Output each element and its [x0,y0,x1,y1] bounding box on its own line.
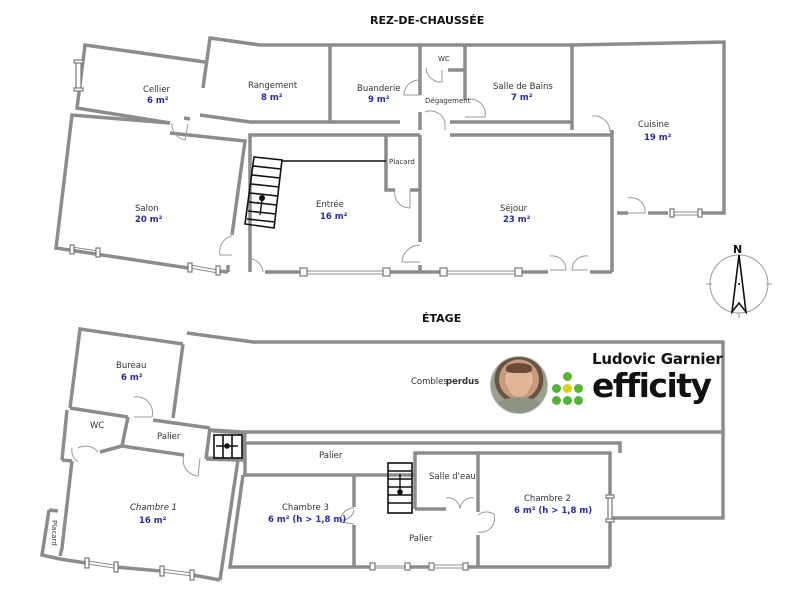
room-label: Cellier [143,85,170,95]
upper-floor-labels: Bureau 6 m² WC Palier Chambre 1 16 m² Pl… [50,361,592,546]
attic-label-bold: perdus [446,377,479,387]
room-label: Dégagement [425,97,471,105]
attic-label: Combles [411,377,448,387]
room-label: Bureau [116,361,146,371]
upper-floor-title: ÉTAGE [422,312,461,325]
room-label: Rangement [248,81,298,91]
brand-name: efficity [592,366,712,405]
room-area: 16 m² [139,516,167,526]
room-area: 16 m² [320,212,348,222]
upper-floor-windows [84,494,615,581]
room-label: Chambre 1 [130,503,177,513]
room-label: Palier [157,432,181,442]
ground-floor-windows [69,59,703,277]
room-area: 23 m² [503,215,531,225]
ground-floor-title: REZ-DE-CHAUSSÉE [370,14,484,27]
ground-floor-walls [54,36,726,274]
room-area: 8 m² [261,93,283,103]
room-area: 9 m² [368,95,390,105]
efficity-logo-icon [550,372,586,408]
room-label: Salon [135,204,159,214]
room-label: Buanderie [357,84,401,94]
room-area: 6 m² (h > 1,8 m) [268,515,346,525]
room-label: Palier [409,534,433,544]
ground-floor-labels: Cellier 6 m² Rangement 8 m² Buanderie 9 … [135,55,672,225]
agent-name: Ludovic Garnier [592,350,723,368]
room-label: Placard [50,520,58,546]
room-area: 20 m² [135,215,163,225]
room-label: Palier [319,451,343,461]
upper-floor-doors [71,396,496,533]
room-area: 6 m² [147,96,169,106]
compass-icon: N [706,243,772,318]
agent-avatar [490,356,548,414]
room-label: Salle d'eau [429,472,476,482]
room-label: Séjour [500,203,528,214]
room-label: WC [90,421,104,431]
room-area: 6 m² [121,373,143,383]
room-label: Chambre 2 [524,494,571,504]
room-label: WC [438,55,450,63]
room-area: 6 m² (h > 1,8 m) [514,506,592,516]
room-label: Salle de Bains [493,82,553,92]
ground-floor-doors [171,67,646,273]
room-area: 7 m² [511,93,533,103]
compass-north-label: N [733,243,742,256]
room-area: 19 m² [644,133,672,143]
room-label: Cuisine [638,120,669,130]
room-label: Entrée [316,199,344,210]
ground-stair [244,156,386,229]
room-label: Chambre 3 [282,503,329,513]
room-label: Placard [389,158,415,166]
upper-stairs [213,434,413,514]
upper-floor-walls [40,327,725,582]
